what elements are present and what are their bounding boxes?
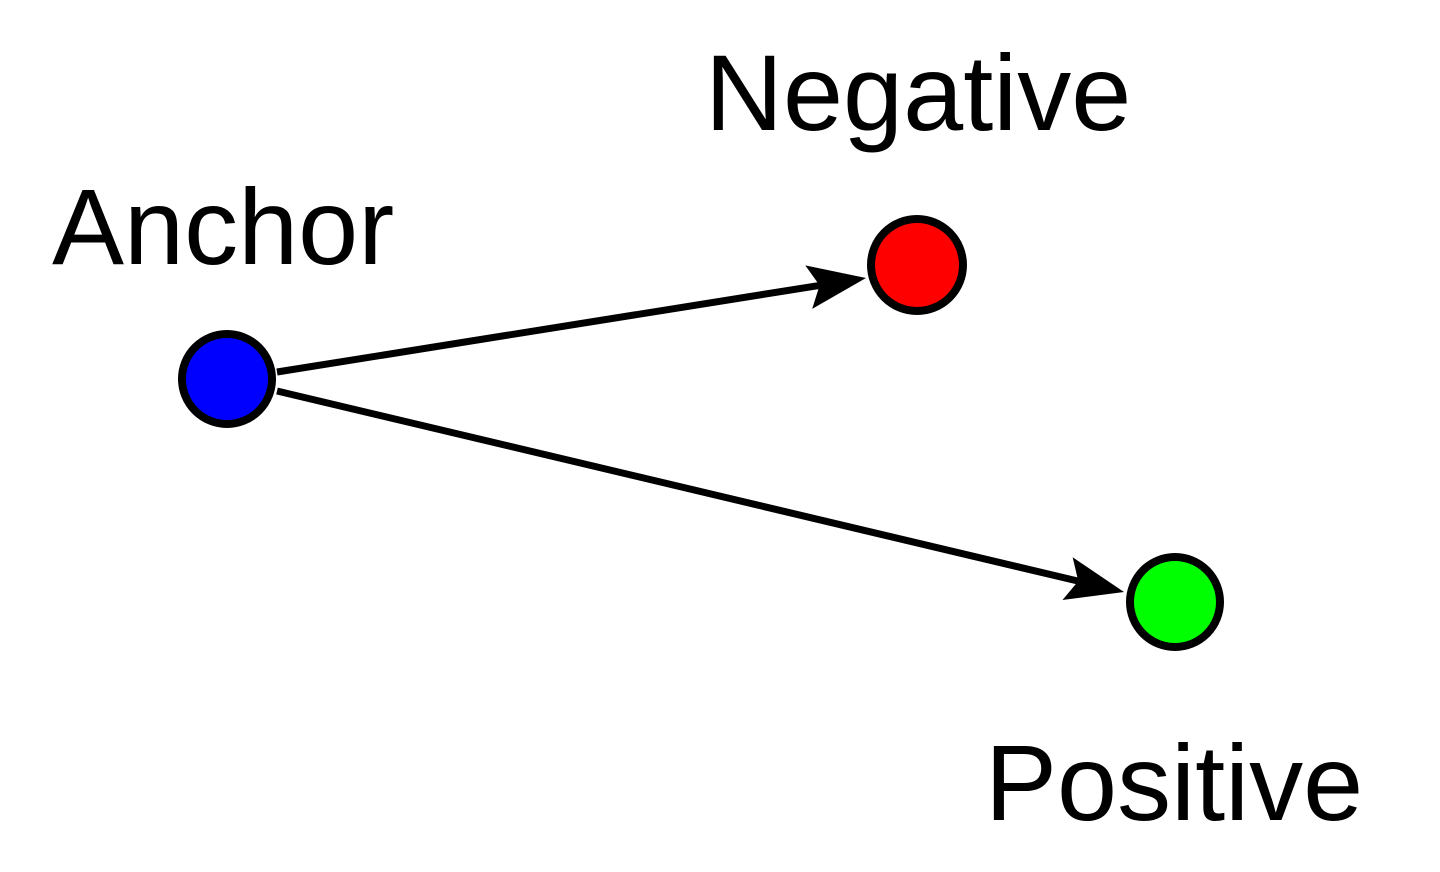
arrow-shaft	[276, 281, 821, 376]
arrows-layer	[276, 265, 1124, 601]
node-label-anchor: Anchor	[52, 166, 394, 287]
nodes-layer	[178, 215, 1224, 651]
node-circle-anchor[interactable]	[178, 330, 276, 428]
node-circle-negative[interactable]	[867, 215, 967, 315]
arrow-head-positive	[1062, 557, 1124, 601]
node-circle-positive[interactable]	[1126, 553, 1224, 651]
arrow-shaft	[276, 387, 1080, 585]
node-label-positive: Positive	[985, 722, 1363, 843]
arrow-head-negative	[805, 265, 866, 309]
node-label-negative: Negative	[705, 32, 1131, 153]
